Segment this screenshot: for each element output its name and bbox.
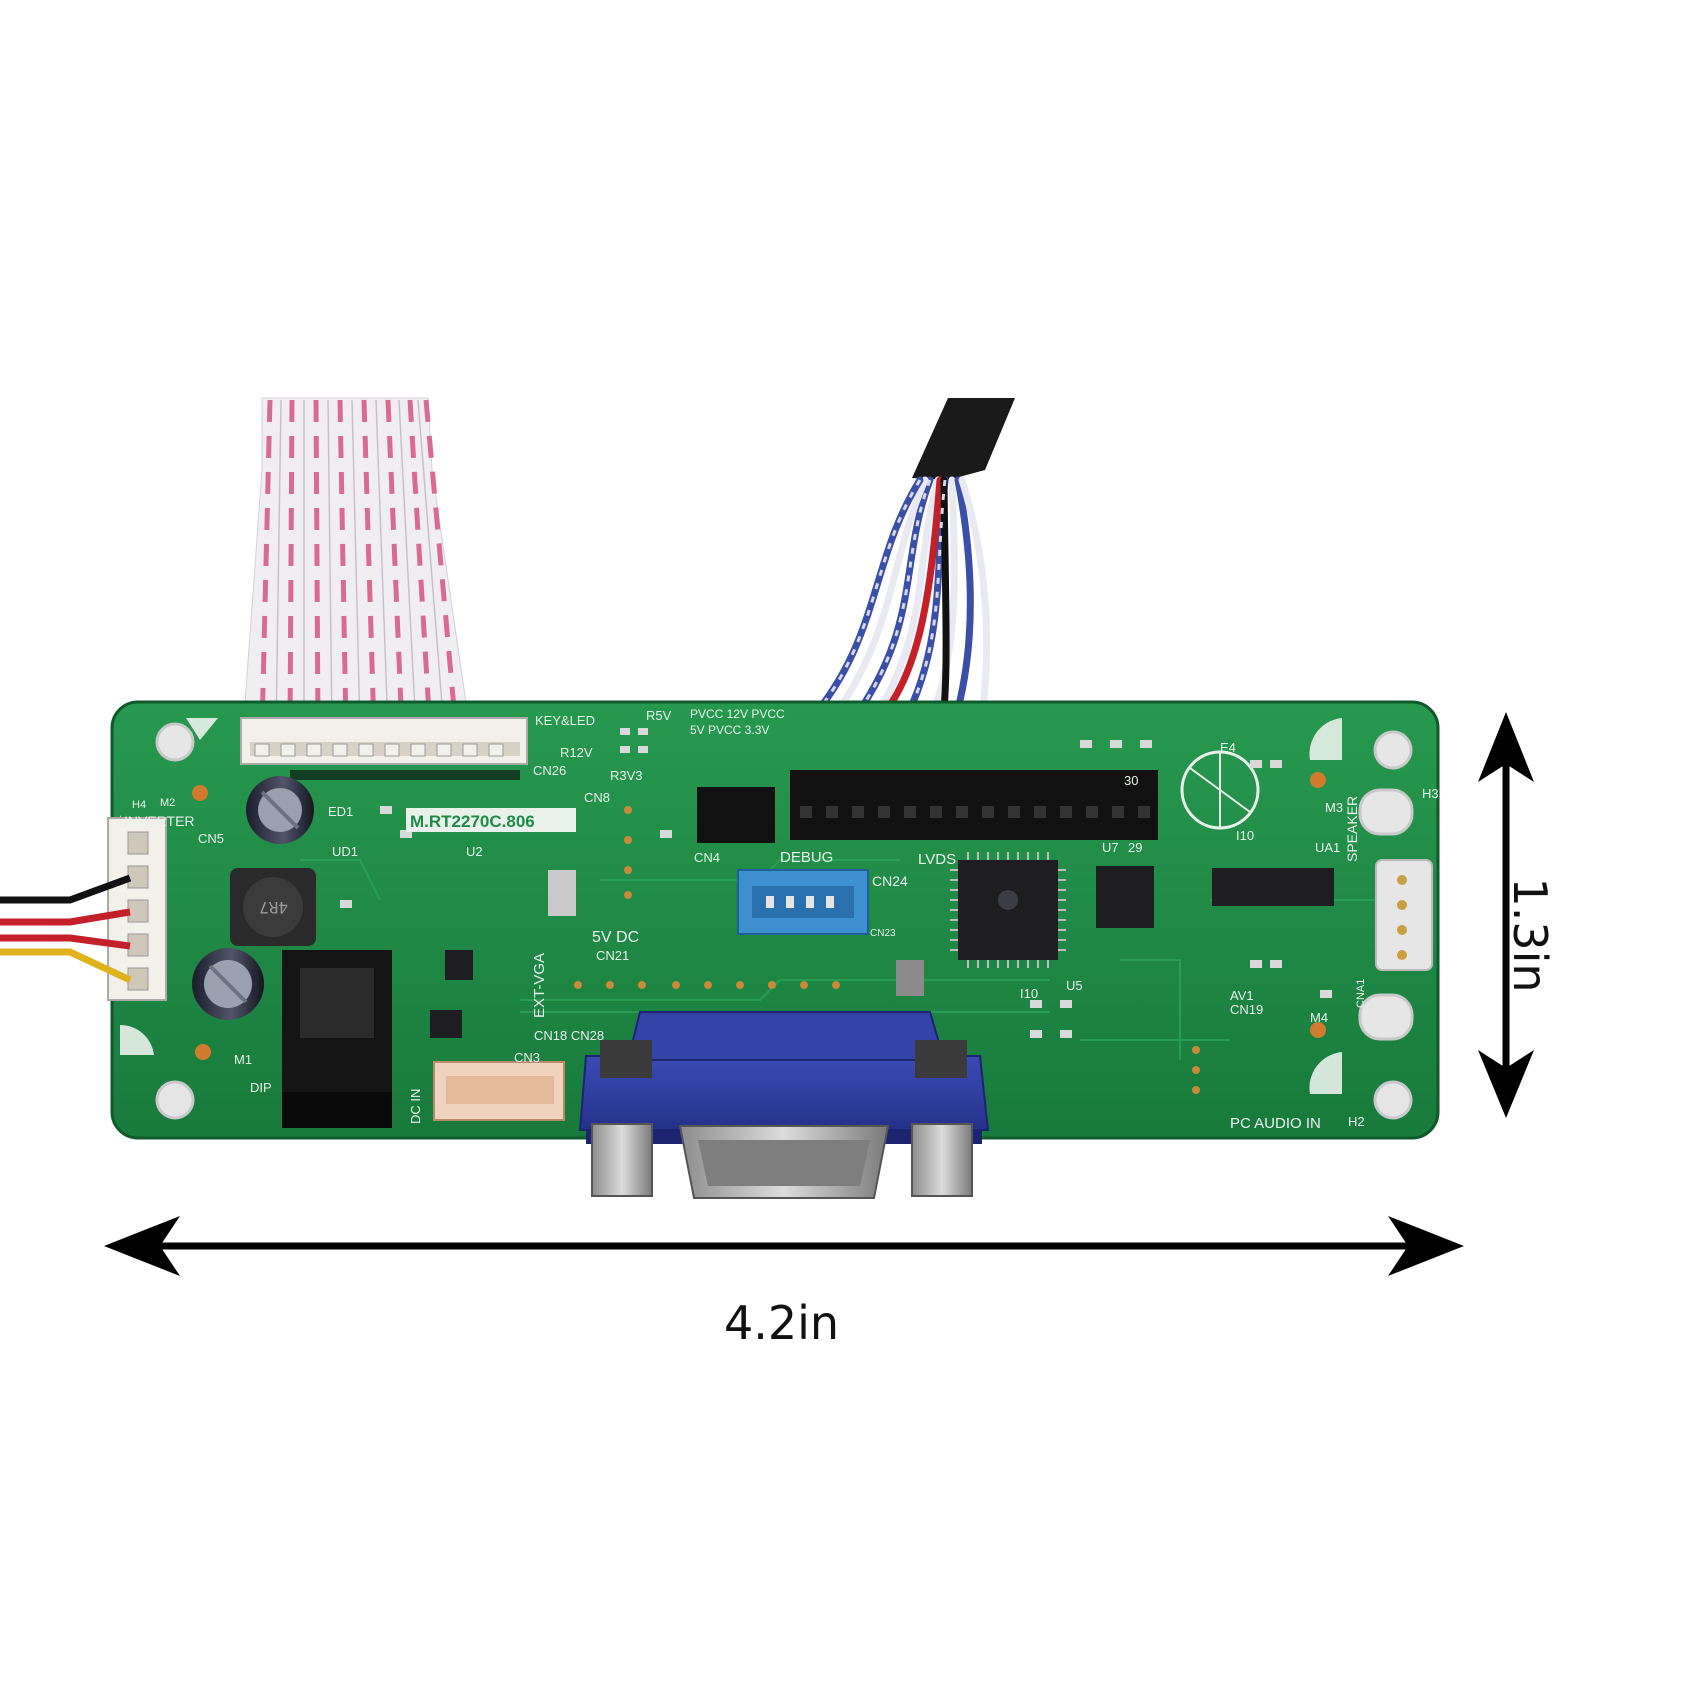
label-cn24: CN24 [872,873,908,889]
vga-screw-left [591,1123,653,1197]
label-cn18-cn28: CN18 CN28 [534,1028,604,1043]
label-29: 29 [1128,840,1142,855]
pin-header-small [697,787,775,843]
label-speaker: SPEAKER [1344,796,1360,862]
label-h4: H4 [132,799,146,811]
label-pc-audio-in: PC AUDIO IN [1230,1115,1321,1132]
svg-text:M.RT2270C.806: M.RT2270C.806 [410,812,535,831]
label-cn21: CN21 [596,948,629,963]
main-chip [950,852,1066,968]
crystal [896,960,924,996]
label-lvds: LVDS [918,851,956,868]
label-i10-top: I10 [1236,828,1254,843]
label-30: 30 [1124,773,1138,788]
label-pvcc-1: PVCC 12V PVCC [690,707,785,721]
height-arrow [1478,712,1534,1118]
dc-power-jack [282,950,392,1128]
label-r12v: R12V [560,745,593,760]
label-av1: AV1 [1230,988,1254,1003]
label-ed1: ED1 [328,804,353,819]
label-r3v3: R3V3 [610,768,643,783]
regulator [548,870,576,916]
label-cn26: CN26 [533,763,566,778]
debug-connector[interactable] [737,869,869,935]
label-i10-bottom: I10 [1020,986,1038,1001]
speaker-connector [1375,859,1433,971]
label-cn3: CN3 [514,1050,540,1065]
cn3-connector [433,1061,565,1121]
height-dimension-label: 1.3in [1503,877,1557,993]
label-dip: DIP [250,1080,272,1095]
label-u7: U7 [1102,840,1119,855]
label-5v-dc: 5V DC [592,929,639,946]
label-cn8: CN8 [584,790,610,805]
pcb-board: 4R7 [0,700,1440,1140]
eeprom-chip [1096,866,1154,928]
label-ext-vga: EXT-VGA [531,953,548,1018]
inductor: 4R7 [230,868,316,946]
lvds-pin-header [790,770,1158,840]
audio-amp-chip [1212,868,1334,906]
label-pvcc-2: 5V PVCC 3.3V [690,723,769,737]
label-cn5: CN5 [198,831,224,846]
label-cna1: CNA1 [1355,979,1367,1008]
label-key-led: KEY&LED [535,713,595,728]
label-ua1: UA1 [1315,840,1340,855]
inverter-wires [0,874,132,984]
label-m2: M2 [160,797,175,809]
label-debug: DEBUG [780,849,833,866]
vga-connector[interactable] [578,1011,990,1199]
label-m4: M4 [1310,1010,1328,1025]
ribbon-cable [242,397,471,731]
model-label: M.RT2270C.806 [406,808,576,832]
vga-screw-right [911,1123,973,1197]
svg-text:4R7: 4R7 [259,898,288,917]
label-ud1: UD1 [332,844,358,859]
label-u2: U2 [466,844,483,859]
label-cn4: CN4 [694,850,720,865]
label-e4: E4 [1220,740,1236,755]
label-h2: H2 [1348,1114,1365,1129]
mounting-holes [155,722,1414,1120]
key-led-connector [240,717,528,765]
label-m3: M3 [1325,800,1343,815]
capacitor-top [246,776,314,844]
label-cn23: CN23 [870,928,896,939]
label-u5: U5 [1066,978,1083,993]
inverter-connector [107,817,167,1001]
label-inverter: INVERTER [124,813,195,829]
label-dc-in: DC IN [408,1089,423,1124]
label-m1: M1 [234,1052,252,1067]
width-arrow [104,1216,1464,1276]
label-r5v: R5V [646,708,672,723]
width-dimension-label: 4.2in [724,1296,840,1350]
capacitor-bottom [192,948,264,1020]
label-h3: H3 [1422,786,1439,801]
label-cn19: CN19 [1230,1002,1263,1017]
